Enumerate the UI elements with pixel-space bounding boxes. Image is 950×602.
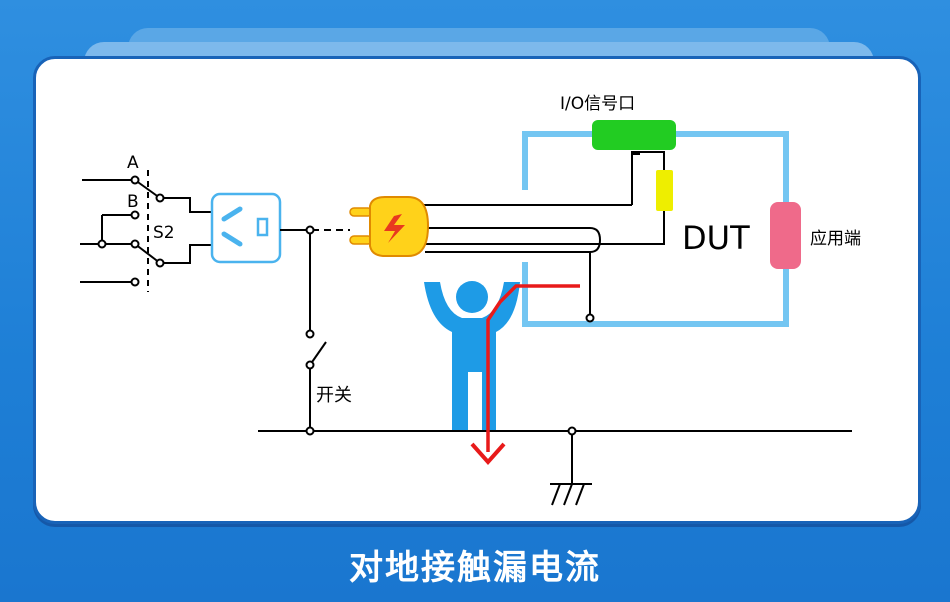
application-port: [770, 202, 801, 269]
s2-contacts: [97, 175, 165, 287]
label-dut: DUT: [682, 219, 750, 257]
power-cable: [420, 153, 665, 318]
label-a: A: [127, 153, 139, 173]
io-port: [592, 120, 676, 211]
socket-icon: [210, 192, 282, 264]
diagram-caption: 对地接触漏电流: [349, 548, 601, 588]
ground-switch-wiring: [280, 229, 350, 431]
case-node: [585, 313, 595, 323]
label-switch: 开关: [316, 385, 352, 406]
label-s2: S2: [153, 223, 175, 243]
switch-contacts: [305, 225, 315, 370]
label-b: B: [127, 192, 139, 212]
ground-bus: [258, 430, 852, 506]
label-app: 应用端: [810, 229, 861, 249]
ground-nodes: [305, 426, 577, 436]
leakage-path: [470, 284, 580, 466]
s2-switch-group: [80, 170, 212, 292]
plug-icon: [349, 196, 430, 257]
person-icon: [424, 281, 520, 430]
label-io: I/O信号口: [560, 94, 635, 114]
